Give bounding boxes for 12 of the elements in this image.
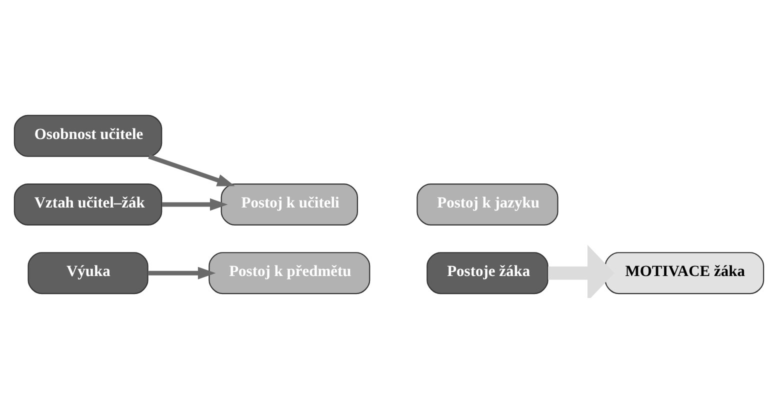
node-box: Vztah učitel–žák [13,182,162,226]
node-box: Výuka [27,252,148,294]
node-box: Postoj k učiteli [220,182,358,226]
node-box: Osobnost učitele [13,114,162,156]
arrow [548,244,614,298]
arrow [161,198,228,210]
arrow [148,154,234,186]
node-box: Postoje žáka [426,252,548,294]
node-box: Postoj k předmětu [208,252,370,294]
node-box: MOTIVACE žáka [604,252,764,294]
arrow [147,266,216,279]
node-box: Postoj k jazyku [416,182,558,226]
